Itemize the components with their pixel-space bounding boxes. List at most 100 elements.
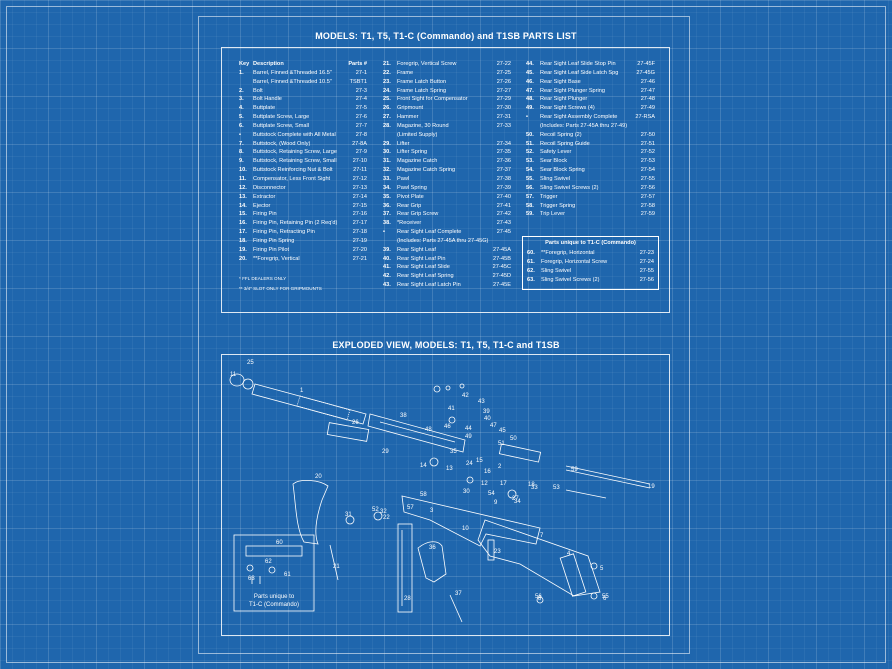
part-description: Buttplate Screw, Large [253,114,310,121]
part-number: 27-48 [640,96,655,103]
callout-48: 48 [425,427,432,433]
part-number: 27-22 [496,61,511,67]
receiver-part [367,413,466,453]
part-description: Rear Sight Plunger Spring [540,87,605,94]
callout-16: 16 [484,469,491,475]
callout-58: 58 [420,492,427,498]
callout-7: 7 [540,533,544,539]
part-description: Bolt Handle [253,96,282,103]
part-description: Buttstock Complete with All Metal [253,131,336,138]
part-number: 27-38 [496,175,511,182]
part-key: 57. [526,193,534,200]
parts-row: 1.Barrel, Finned &Threaded 16.5"27-1 [239,69,367,78]
part-description: **Foregrip, Vertical [253,255,300,262]
part-description: Frame Latch Button [397,78,447,85]
part-number: 27-41 [496,202,511,209]
callout-50: 50 [510,436,517,442]
part-description: Sear Block [540,158,568,165]
parts-row: 50.Recoil Spring (2)27-50 [526,131,655,140]
part-number: 27-45D [492,273,511,280]
callout-49: 49 [465,434,472,440]
part-description: Buttstock Reinforcing Nut & Bolt [253,167,333,174]
part-description: Pivot Plate [397,193,424,200]
callout-5: 5 [600,566,604,572]
part-key: 39. [383,246,391,253]
inset-caption-line-2: T1-C (Commando) [249,602,299,608]
part-key: 58. [526,202,534,209]
part-number: 27-1 [355,69,367,76]
part-number: 27-42 [496,211,511,218]
callout-47: 47 [490,423,497,429]
part-description: Rear Sight Assembly Complete [540,114,618,121]
part-key: 8. [239,149,244,156]
part-key: • [239,131,241,138]
commando-inset-box [233,534,315,612]
part-key: 49. [526,105,534,112]
part-number: 27-25 [496,69,511,76]
callout-11: 11 [230,372,237,378]
part-description: Sling Swivel Screws (2) [540,184,599,191]
part-description: Lifter [397,140,410,147]
part-number: 27-17 [352,220,367,227]
part-key: 56. [526,184,534,191]
part-description: Firing Pin Pilot [253,246,290,253]
part-number: 27-39 [496,184,511,191]
part-key: 26. [383,105,391,112]
part-key: 17. [239,229,247,236]
small-parts [326,383,598,623]
part-number: 27-24 [639,258,654,265]
part-number: 27-14 [352,193,367,200]
callout-55: 55 [602,594,609,600]
part-key: 60. [527,250,535,256]
commando-parts-box: Parts unique to T1-C (Commando) 60.**For… [522,236,659,290]
callout-36: 36 [429,545,436,551]
part-key: 52. [526,149,534,156]
callout-57: 57 [407,505,414,511]
callout-28: 28 [404,596,411,602]
part-number: 27-10 [352,158,367,165]
callout-23: 23 [494,549,501,555]
part-description: (Limited Supply) [397,131,438,138]
part-description: Sear Block Spring [540,167,585,174]
part-description: Rear Sight Leaf Latch Pin [397,282,461,289]
part-description: Recoil Spring (2) [540,131,582,138]
callout-15: 15 [476,458,483,464]
callout-12: 12 [481,481,488,487]
callout-29: 29 [382,449,389,455]
part-description: Extractor [253,193,276,200]
part-description: Rear Sight Leaf Complete [397,229,462,236]
part-key: 55. [526,175,534,182]
part-number: 27-5 [355,105,367,112]
part-key: 44. [526,61,534,67]
part-description: Compensator, Less Front Sight [253,175,331,182]
part-number: 27-46 [640,78,655,85]
callout-39: 39 [483,409,490,415]
part-key: 33. [383,175,391,182]
part-key: 15. [239,211,247,218]
callout-35: 35 [450,449,457,455]
part-description: Buttstock, Retaining Screw, Large [253,149,337,156]
part-description: Rear Sight Leaf [397,246,436,253]
part-description: Firing Pin Spring [253,237,295,244]
